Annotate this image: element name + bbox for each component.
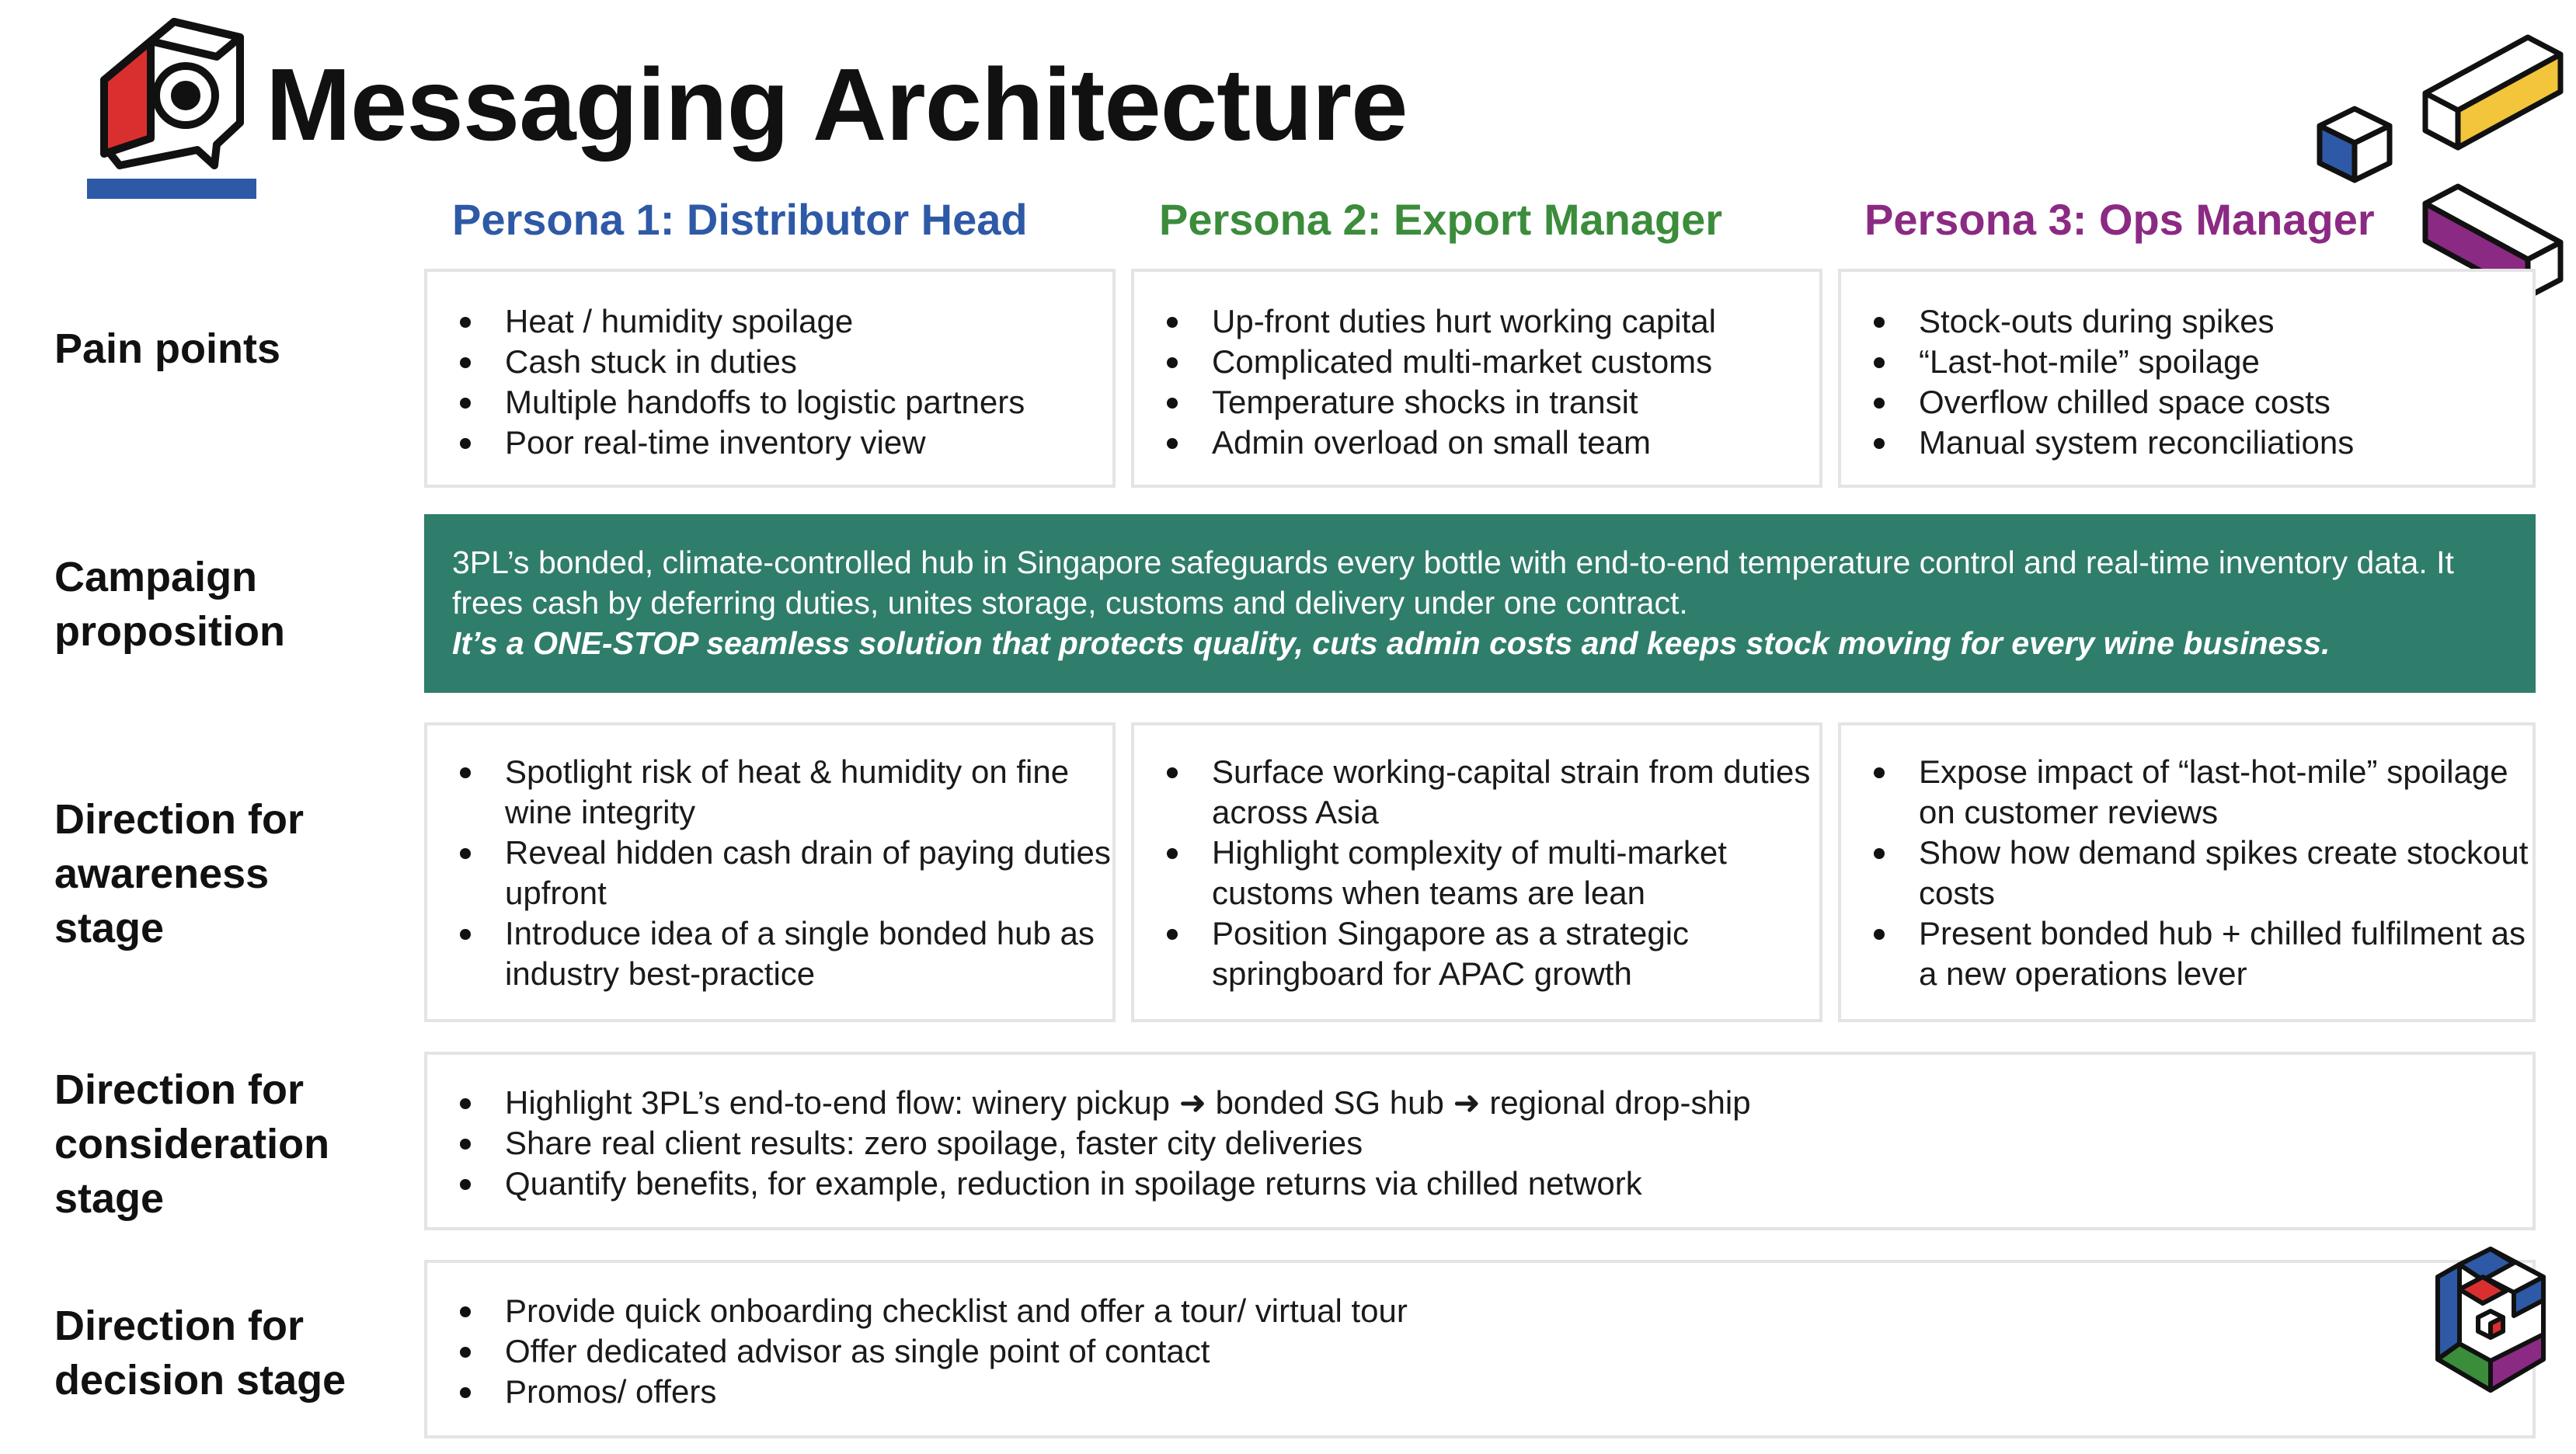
list-item: Spotlight risk of heat & humidity on fin…	[427, 752, 1112, 833]
campaign-emphasis: It’s a ONE-STOP seamless solution that p…	[452, 625, 2331, 661]
yellow-bar-icon	[2419, 31, 2567, 167]
row-label-consideration: Direction for consideration stage	[54, 1066, 330, 1222]
list-item: Manual system reconciliations	[1841, 423, 2532, 463]
list-item: Quantify benefits, for example, reductio…	[427, 1164, 2532, 1204]
list-item: Highlight complexity of multi-market cus…	[1134, 833, 1819, 913]
list-item: Introduce idea of a single bonded hub as…	[427, 913, 1112, 994]
persona-3-header: Persona 3: Ops Manager	[1864, 195, 2375, 244]
list-item: Stock-outs during spikes	[1841, 301, 2532, 342]
list-item: Reveal hidden cash drain of paying dutie…	[427, 833, 1112, 913]
list-item: Show how demand spikes create stockout c…	[1841, 833, 2532, 913]
decision-box: Provide quick onboarding checklist and o…	[424, 1260, 2536, 1438]
list-item: Offer dedicated advisor as single point …	[427, 1331, 2532, 1372]
list-item: Temperature shocks in transit	[1134, 382, 1819, 423]
list-item: Highlight 3PL’s end-to-end flow: winery …	[427, 1083, 2532, 1123]
row-label-awareness: Direction for awareness stage	[54, 796, 305, 951]
list-item: Heat / humidity spoilage	[427, 301, 1112, 342]
persona-1-header: Persona 1: Distributor Head	[452, 195, 1028, 244]
blue-cube-icon	[2312, 103, 2397, 192]
list-item: Share real client results: zero spoilage…	[427, 1123, 2532, 1164]
list-item: Multiple handoffs to logistic partners	[427, 382, 1112, 423]
awareness-box-persona-3: Expose impact of “last-hot-mile” spoilag…	[1838, 722, 2536, 1022]
row-label-pain-points: Pain points	[54, 325, 281, 372]
pain-points-box-persona-3: Stock-outs during spikes “Last-hot-mile”…	[1838, 269, 2536, 488]
campaign-proposition-banner: 3PL’s bonded, climate-controlled hub in …	[424, 514, 2536, 693]
brand-cube-logo-icon	[2428, 1243, 2553, 1402]
pain-points-box-persona-2: Up-front duties hurt working capital Com…	[1131, 269, 1822, 488]
list-item: Promos/ offers	[427, 1372, 2532, 1412]
awareness-box-persona-2: Surface working-capital strain from duti…	[1131, 722, 1822, 1022]
campaign-body: 3PL’s bonded, climate-controlled hub in …	[452, 544, 2454, 621]
list-item: Up-front duties hurt working capital	[1134, 301, 1819, 342]
list-item: Cash stuck in duties	[427, 342, 1112, 382]
pain-points-box-persona-1: Heat / humidity spoilage Cash stuck in d…	[424, 269, 1116, 488]
row-label-campaign: Campaign proposition	[54, 554, 285, 655]
list-item: Position Singapore as a strategic spring…	[1134, 913, 1819, 994]
page-title: Messaging Architecture	[266, 47, 1408, 162]
persona-2-header: Persona 2: Export Manager	[1159, 195, 1723, 244]
list-item: Expose impact of “last-hot-mile” spoilag…	[1841, 752, 2532, 833]
list-item: “Last-hot-mile” spoilage	[1841, 342, 2532, 382]
list-item: Poor real-time inventory view	[427, 423, 1112, 463]
awareness-box-persona-1: Spotlight risk of heat & humidity on fin…	[424, 722, 1116, 1022]
list-item: Present bonded hub + chilled fulfilment …	[1841, 913, 2532, 994]
list-item: Complicated multi-market customs	[1134, 342, 1819, 382]
list-item: Provide quick onboarding checklist and o…	[427, 1291, 2532, 1331]
list-item: Admin overload on small team	[1134, 423, 1819, 463]
list-item: Surface working-capital strain from duti…	[1134, 752, 1819, 833]
chat-bubble-eye-icon	[81, 6, 259, 208]
consideration-box: Highlight 3PL’s end-to-end flow: winery …	[424, 1052, 2536, 1230]
row-label-decision: Direction for decision stage	[54, 1303, 346, 1404]
list-item: Overflow chilled space costs	[1841, 382, 2532, 423]
